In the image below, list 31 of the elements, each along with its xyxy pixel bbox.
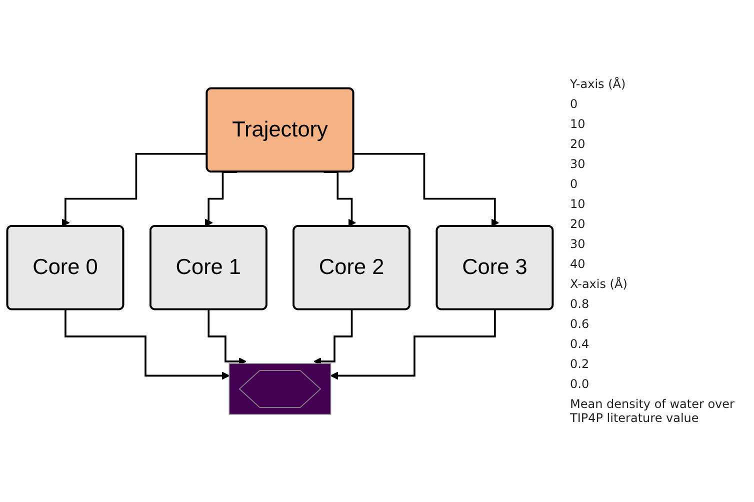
axis-label: Mean density of water over TIP4P literature value: [570, 397, 736, 425]
tick-label: 0: [570, 97, 579, 111]
arrow: [354, 152, 500, 226]
tick-label: 0.4: [570, 337, 590, 351]
process-box: Core 3: [436, 224, 554, 310]
tick-label: 0.0: [570, 377, 590, 391]
tick-label: 0.8: [570, 297, 590, 311]
arrow: [330, 308, 496, 380]
axis-label: X-axis (Å): [570, 277, 628, 291]
tick-label: 30: [570, 237, 586, 251]
axis-label: Y-axis (Å): [570, 77, 627, 91]
tick-label: 0.6: [570, 317, 590, 331]
tick-label: 30: [570, 157, 586, 171]
tick-label: 40: [570, 257, 586, 271]
source-box: Trajectory: [206, 87, 354, 172]
tick-label: 0: [570, 177, 579, 191]
arrow: [208, 308, 246, 366]
arrow: [64, 308, 230, 380]
tick-label: 20: [570, 137, 586, 151]
arrow: [314, 308, 353, 366]
tick-label: 0.2: [570, 357, 590, 371]
process-box: Core 1: [150, 224, 268, 310]
arrow: [324, 170, 356, 226]
tick-label: 10: [570, 197, 586, 211]
process-box: Core 0: [6, 224, 124, 310]
tick-label: 20: [570, 217, 586, 231]
tick-label: 10: [570, 117, 586, 131]
heatmap-picture: [228, 362, 332, 414]
process-box: Core 2: [292, 224, 410, 310]
arrow: [204, 170, 238, 226]
arrow: [62, 152, 208, 226]
